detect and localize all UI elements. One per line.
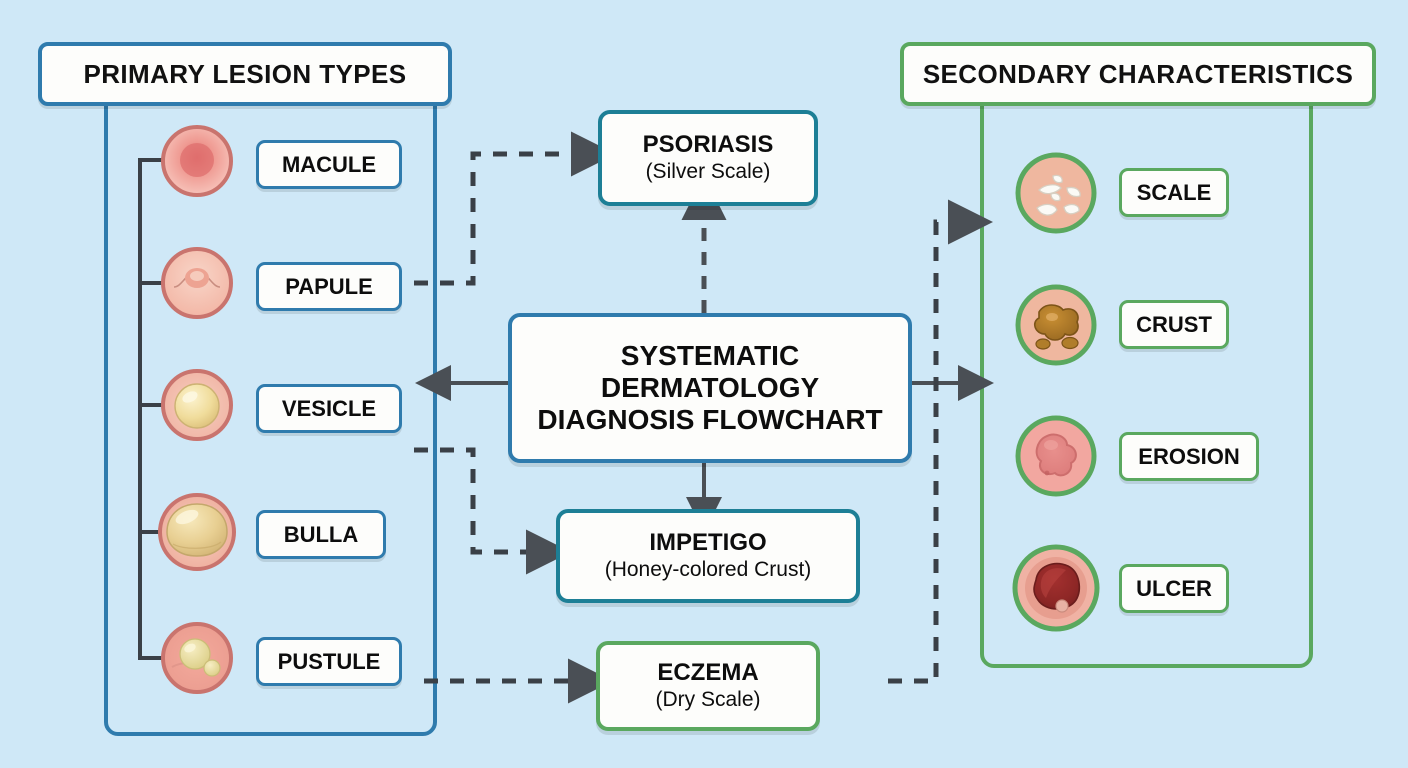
macule-lesion-icon [160,124,234,198]
diagnosis-node-impetigo[interactable]: IMPETIGO (Honey-colored Crust) [556,509,860,603]
lesion-tag-vesicle[interactable]: VESICLE [256,384,402,433]
characteristic-tag-crust-label: CRUST [1136,311,1212,337]
lesion-tag-vesicle-label: VESICLE [281,395,377,421]
characteristic-tag-scale[interactable]: SCALE [1119,168,1229,217]
lesion-tag-papule[interactable]: PAPULE [256,262,402,311]
bulla-lesion-icon [157,492,237,572]
secondary-characteristics-panel-title-label: SECONDARY CHARACTERISTICS [922,58,1354,89]
lesion-tag-bulla-label: BULLA [283,521,359,547]
characteristic-tag-crust[interactable]: CRUST [1119,300,1229,349]
diagnosis-psoriasis-name: PSORIASIS [642,131,774,158]
secondary-characteristics-panel-title: SECONDARY CHARACTERISTICS [900,42,1376,106]
characteristic-tag-scale-label: SCALE [1136,179,1212,205]
characteristic-tag-ulcer-label: ULCER [1136,575,1212,601]
center-title-line1: SYSTEMATIC [620,340,800,371]
lesion-tag-bulla[interactable]: BULLA [256,510,386,559]
diagnosis-impetigo-detail: (Honey-colored Crust) [604,558,812,581]
ulcer-lesion-icon [1012,544,1100,632]
papule-lesion-icon [160,246,234,320]
diagnosis-impetigo-name: IMPETIGO [649,529,767,556]
characteristic-tag-erosion-label: EROSION [1138,443,1240,469]
scale-lesion-icon [1015,152,1097,234]
lesion-tag-pustule[interactable]: PUSTULE [256,637,402,686]
erosion-lesion-icon [1015,415,1097,497]
diagnosis-eczema-detail: (Dry Scale) [655,688,761,711]
pustule-lesion-icon [160,621,234,695]
lesion-tag-macule-label: MACULE [281,151,377,177]
center-title-node[interactable]: SYSTEMATIC DERMATOLOGY DIAGNOSIS FLOWCHA… [508,313,912,463]
center-title-line2: DERMATOLOGY [600,372,820,403]
characteristic-tag-erosion[interactable]: EROSION [1119,432,1259,481]
arrow-papule-to-psoriasis [414,131,616,286]
diagnosis-node-eczema[interactable]: ECZEMA (Dry Scale) [596,641,820,731]
diagnosis-eczema-name: ECZEMA [657,659,759,686]
characteristic-tag-ulcer[interactable]: ULCER [1119,564,1229,613]
diagnosis-node-psoriasis[interactable]: PSORIASIS (Silver Scale) [598,110,818,206]
primary-lesion-panel-title: PRIMARY LESION TYPES [38,42,452,106]
lesion-tag-macule[interactable]: MACULE [256,140,402,189]
lesion-tag-papule-label: PAPULE [285,273,373,299]
center-title-line3: DIAGNOSIS FLOWCHART [537,404,883,435]
crust-lesion-icon [1015,284,1097,366]
primary-lesion-panel-title-label: PRIMARY LESION TYPES [83,58,407,89]
diagnosis-psoriasis-detail: (Silver Scale) [645,160,771,183]
lesion-tag-pustule-label: PUSTULE [277,648,381,674]
vesicle-lesion-icon [160,368,234,442]
